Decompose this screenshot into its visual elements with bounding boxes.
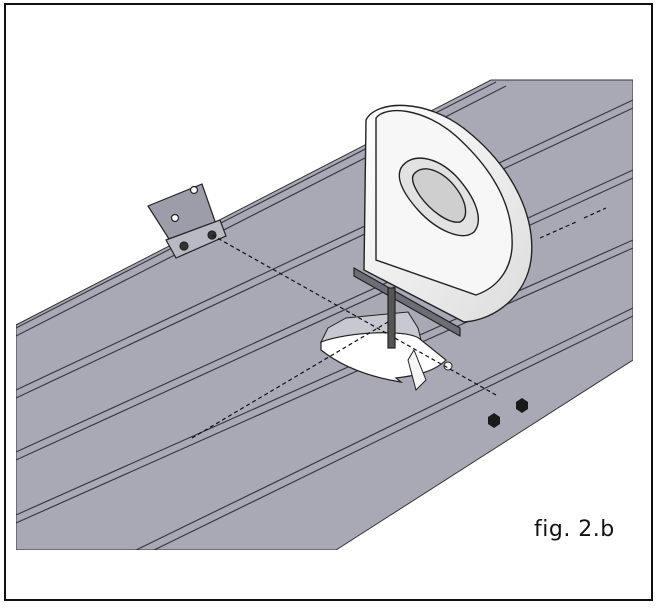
door-panel (16, 79, 633, 550)
figure-label: fig. 2.b (534, 517, 615, 542)
handle-base (353, 266, 461, 349)
figure-frame: fig. 2.b (4, 3, 653, 601)
handle-knob (363, 104, 533, 323)
panel-ribs (16, 81, 633, 550)
assembly-guides (191, 207, 607, 439)
assembly-drawing (16, 79, 633, 550)
latch-tab (407, 348, 427, 391)
hinge-bracket (147, 183, 227, 259)
fastener-nuts (488, 398, 528, 428)
